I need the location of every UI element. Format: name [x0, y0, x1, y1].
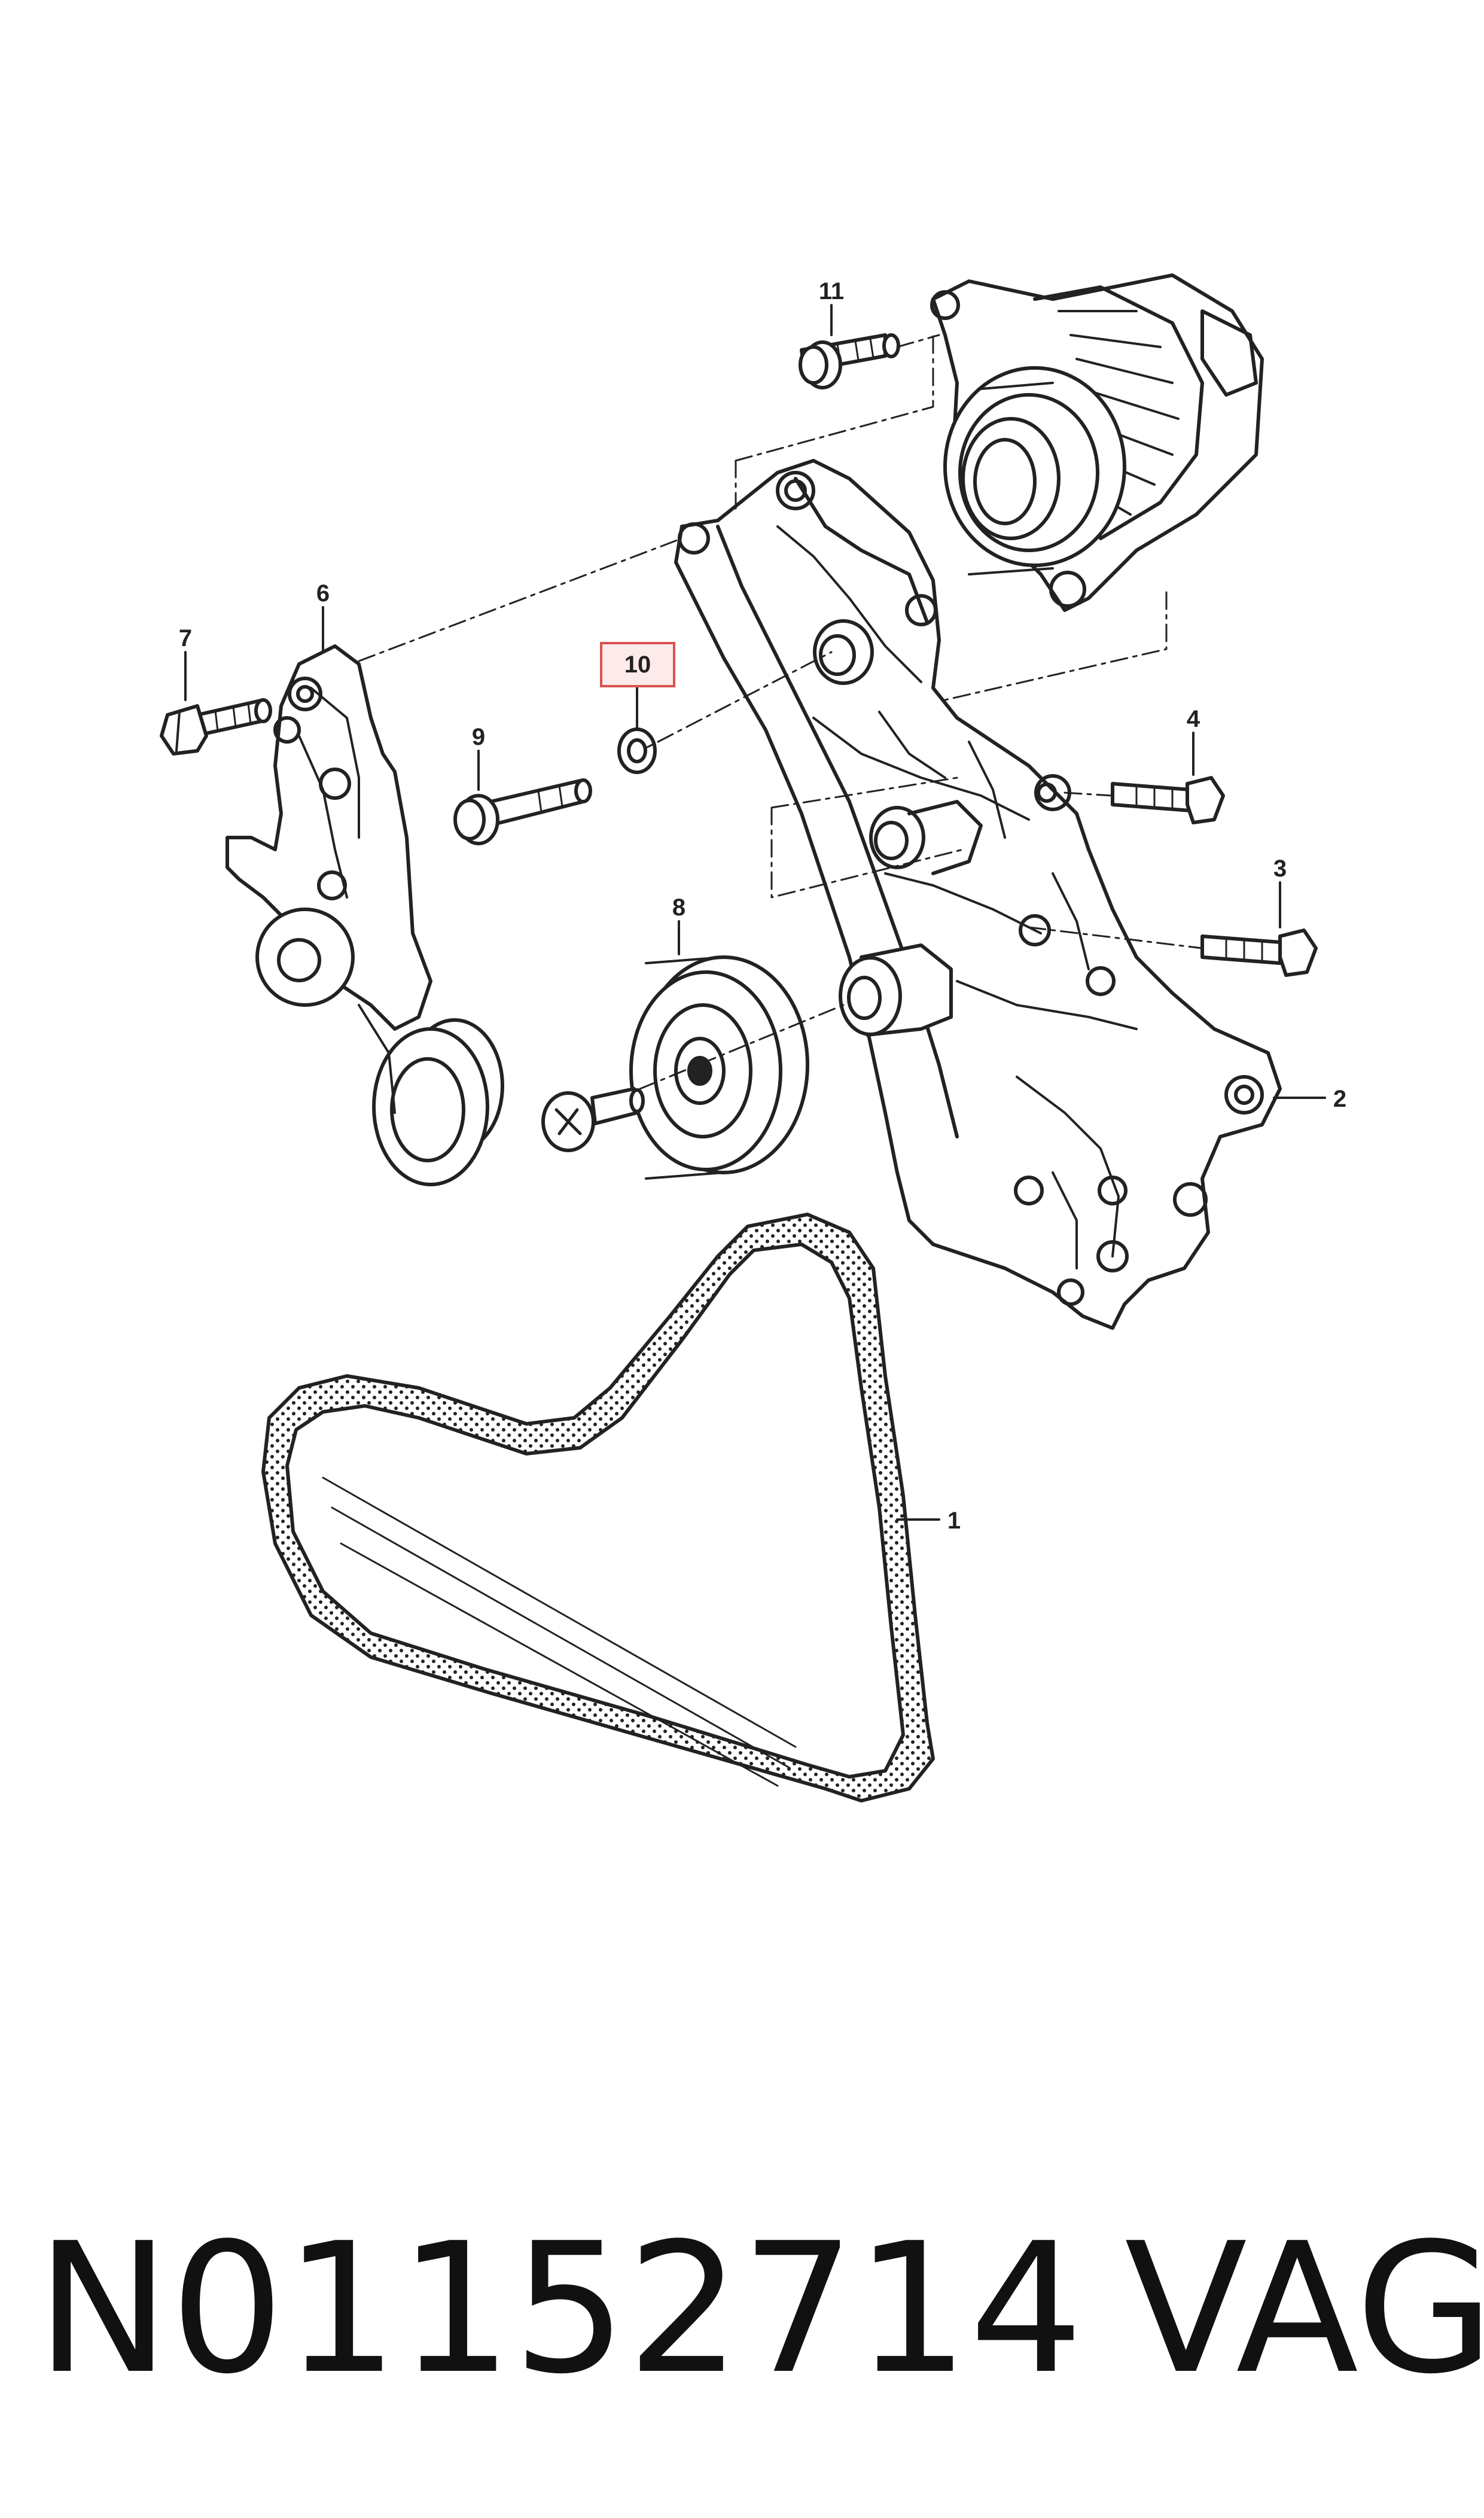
assembly-lines — [358, 334, 1203, 1090]
callout-1[interactable]: 1 — [947, 1508, 961, 1534]
callout-10[interactable]: 10 — [624, 651, 651, 678]
bolt-4 — [1111, 776, 1225, 824]
idler-pulley — [629, 955, 809, 1180]
pulley-bolt — [541, 1087, 645, 1152]
bolt-3 — [1200, 928, 1318, 977]
exploded-parts-diagram: 11 6 7 10 9 4 3 8 2 1 — [160, 273, 1346, 1803]
brand-name: VAG — [1125, 2205, 1484, 2413]
tensioner — [226, 644, 504, 1186]
alternator — [930, 273, 1264, 612]
highlight-box-10 — [600, 642, 675, 687]
callout-3[interactable]: 3 — [1273, 855, 1287, 882]
drive-belt — [261, 1213, 935, 1803]
bolt-7 — [160, 698, 272, 756]
callout-2[interactable]: 2 — [1333, 1086, 1346, 1112]
part-number: N01152714 — [36, 2205, 1084, 2413]
washer-10 — [617, 727, 657, 774]
footer-caption: N01152714 VAG — [36, 2202, 1484, 2417]
callout-4[interactable]: 4 — [1187, 706, 1200, 732]
bolt-11 — [799, 333, 900, 389]
leader-lines — [184, 304, 1326, 1521]
callout-11[interactable]: 11 — [819, 278, 844, 305]
callout-8[interactable]: 8 — [672, 894, 685, 921]
callout-6[interactable]: 6 — [316, 580, 330, 607]
main-bracket — [674, 459, 1282, 1330]
callout-9[interactable]: 9 — [472, 724, 485, 750]
callout-7[interactable]: 7 — [179, 625, 192, 651]
bolt-9 — [453, 778, 592, 845]
